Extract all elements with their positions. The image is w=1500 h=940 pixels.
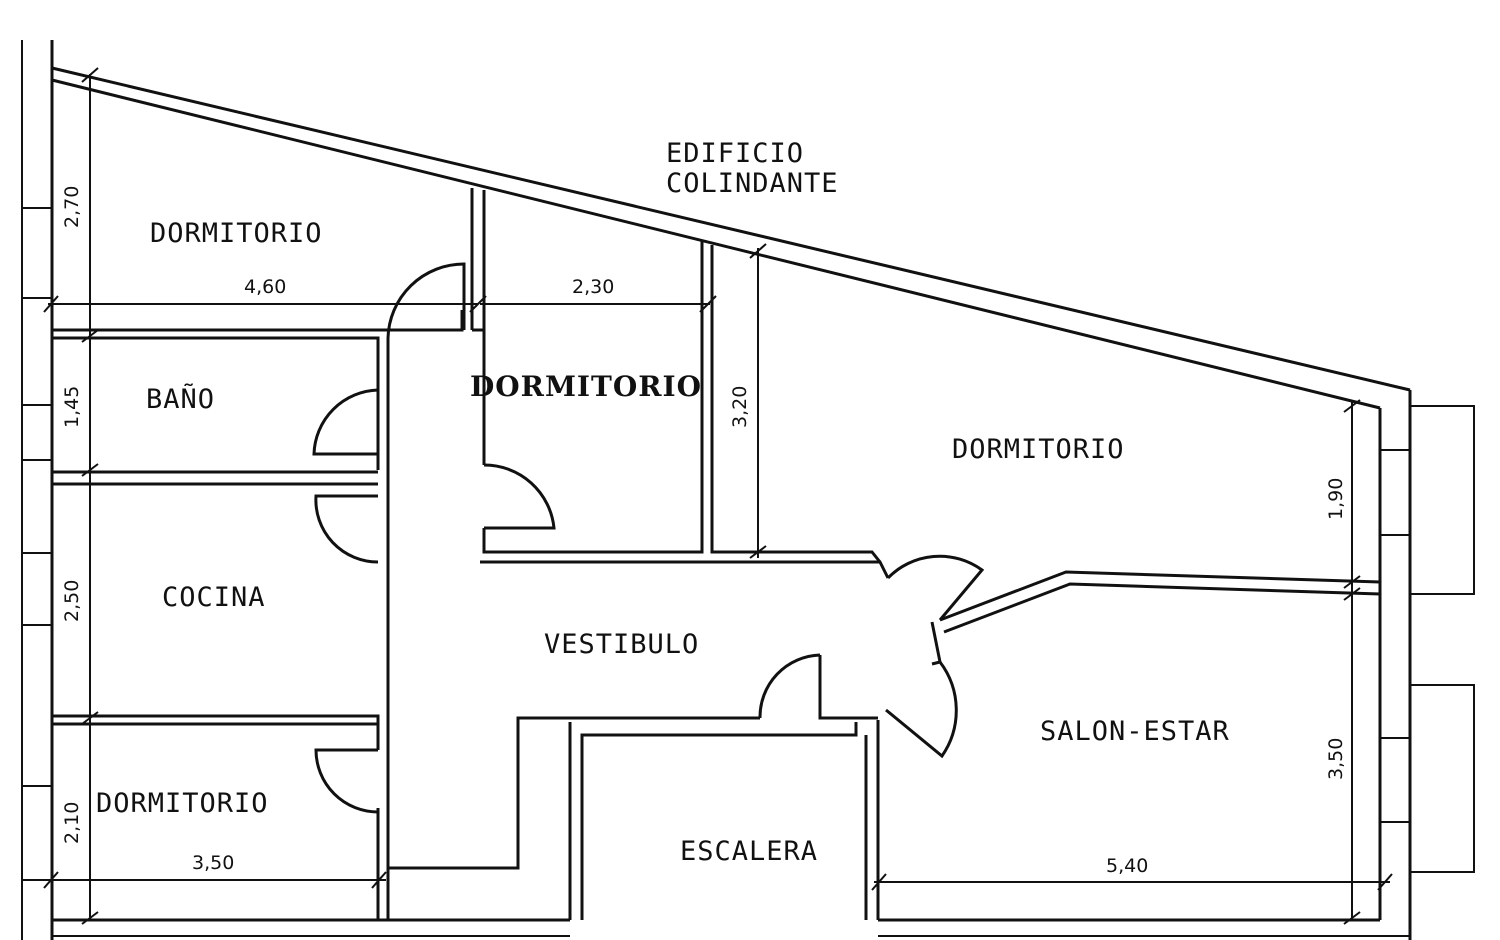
door-right-bedroom xyxy=(886,554,985,621)
dimension-2-30: 2,30 xyxy=(572,276,614,298)
door-entrance xyxy=(758,653,821,719)
neighbor-label-line1: EDIFICIO xyxy=(666,138,804,169)
room-escalera: ESCALERA xyxy=(680,836,818,867)
dimension-1-45: 1,45 xyxy=(61,386,83,428)
exterior-walls xyxy=(21,40,1475,940)
door-bottom-left-bedroom xyxy=(314,748,379,814)
dimension-1-90: 1,90 xyxy=(1325,478,1347,520)
room-dormitorio-bottom-left: DORMITORIO xyxy=(96,788,269,819)
labels: EDIFICIO COLINDANTE DORMITORIO BAÑO DORM… xyxy=(61,138,1347,877)
room-bano: BAÑO xyxy=(146,383,215,415)
dimension-5-40: 5,40 xyxy=(1106,855,1148,877)
dimension-lines xyxy=(43,67,1393,925)
dimension-4-60: 4,60 xyxy=(244,276,286,298)
room-vestibulo: VESTIBULO xyxy=(544,629,699,660)
door-salon xyxy=(885,661,958,759)
room-salon-estar: SALON-ESTAR xyxy=(1040,716,1230,747)
room-dormitorio-mid: DORMITORIO xyxy=(470,370,702,403)
dimension-2-50: 2,50 xyxy=(61,580,83,622)
dimension-3-50-right: 3,50 xyxy=(1325,738,1347,780)
doors xyxy=(312,262,985,814)
door-top-left-bedroom xyxy=(386,262,466,339)
room-dormitorio-right: DORMITORIO xyxy=(952,434,1125,465)
dimension-2-10: 2,10 xyxy=(61,802,83,844)
door-bath xyxy=(312,388,379,456)
door-mid-bedroom xyxy=(483,463,556,530)
dimension-3-50-bottom: 3,50 xyxy=(192,852,234,874)
neighbor-label-line2: COLINDANTE xyxy=(666,168,839,199)
room-cocina: COCINA xyxy=(162,582,266,613)
door-kitchen xyxy=(314,494,379,564)
room-dormitorio-top-left: DORMITORIO xyxy=(150,218,323,249)
dimension-2-70: 2,70 xyxy=(61,186,83,228)
interior-walls xyxy=(52,188,1381,920)
dimension-3-20: 3,20 xyxy=(729,386,751,428)
